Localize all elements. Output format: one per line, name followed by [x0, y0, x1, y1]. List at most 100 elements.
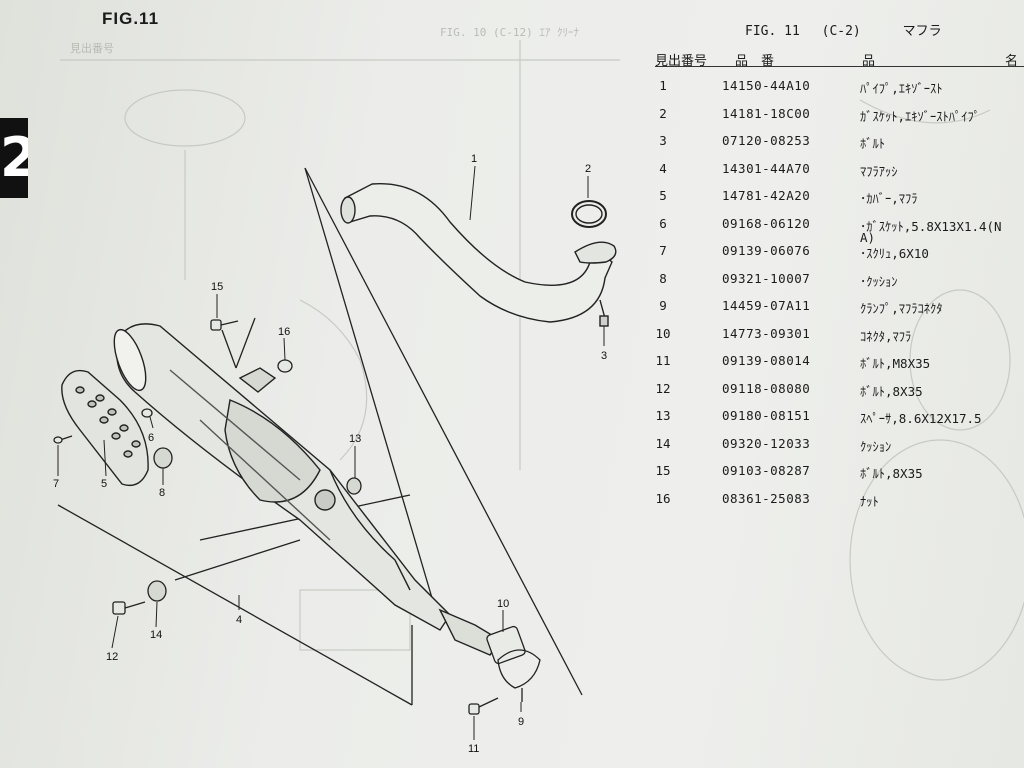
- row-ref-no: 10: [655, 325, 671, 341]
- muffler-cover: [61, 369, 149, 487]
- row-ref-no: 8: [659, 270, 667, 286]
- row-part-name: ･ｸｯｼｮﾝ: [860, 273, 898, 289]
- callout-7: 7: [53, 478, 59, 490]
- callout-13: 13: [349, 433, 361, 445]
- callout-8: 8: [159, 487, 165, 499]
- row-part-no: 14773-09301: [722, 325, 811, 341]
- row-part-no: 14781-42A20: [722, 188, 811, 203]
- row-part-name: ･ｶﾊﾞｰ,ﾏﾌﾗ: [860, 191, 918, 206]
- callout-2: 2: [585, 163, 591, 175]
- row-part-name: ﾎﾞﾙﾄ,8X35: [860, 383, 923, 399]
- header-ref-no: 見出番号: [655, 54, 708, 69]
- exhaust-pipe: [340, 182, 617, 327]
- row-ref-no: 6: [659, 215, 667, 231]
- row-part-name: ｶﾞｽｹｯﾄ,ｴｷｿﾞｰｽﾄﾊﾟｲﾌﾟ: [860, 108, 981, 124]
- row-part-name: ｺﾈｸﾀ,ﾏﾌﾗ: [860, 328, 912, 344]
- row-ref-no: 7: [659, 243, 667, 258]
- callout-11: 11: [468, 743, 479, 755]
- row-part-name: ｸﾗﾝﾌﾟ,ﾏﾌﾗｺﾈｸﾀ: [860, 301, 943, 316]
- row-part-name: ﾎﾞﾙﾄ,M8X35: [860, 356, 931, 371]
- table-row: 11 09139-08014 ﾎﾞﾙﾄ,M8X35: [650, 353, 1024, 373]
- row-part-name: ｸｯｼｮﾝ: [860, 438, 892, 454]
- callout-16: 16: [278, 326, 290, 338]
- row-part-name: ﾊﾟｲﾌﾟ,ｴｷｿﾞｰｽﾄ: [860, 81, 943, 96]
- row-part-no: 14181-18C00: [722, 105, 811, 121]
- muffler-body: [113, 323, 501, 656]
- table-row: 15 09103-08287 ﾎﾞﾙﾄ,8X35: [650, 463, 1024, 483]
- row-part-no: 09139-06076: [722, 243, 811, 258]
- row-part-no: 07120-08253: [722, 133, 811, 148]
- table-row: 9 14459-07A11 ｸﾗﾝﾌﾟ,ﾏﾌﾗｺﾈｸﾀ: [650, 298, 1024, 318]
- hardware-parts: [53, 319, 541, 715]
- row-part-no: 09321-10007: [722, 270, 811, 286]
- row-ref-no: 9: [659, 298, 667, 313]
- row-ref-no: 12: [655, 380, 671, 396]
- row-ref-no: 16: [655, 490, 671, 506]
- header-name-a: 品: [862, 54, 876, 69]
- row-ref-no: 3: [659, 133, 667, 148]
- row-ref-no: 11: [655, 353, 671, 368]
- callout-6: 6: [148, 432, 154, 444]
- row-part-no: 09139-08014: [722, 353, 811, 368]
- callout-14: 14: [150, 629, 162, 641]
- bleed-through-text: 見出番号: [70, 42, 114, 55]
- row-ref-no: 13: [655, 408, 671, 423]
- row-part-no: 09320-12033: [722, 435, 811, 451]
- row-part-name: ･ｽｸﾘｭ,6X10: [860, 246, 929, 261]
- row-part-name: ･ｶﾞｽｹｯﾄ,5.8X13X1.4(N: [860, 218, 1002, 234]
- table-row: 7 09139-06076 ･ｽｸﾘｭ,6X10: [650, 243, 1024, 263]
- row-ref-no: 2: [659, 105, 667, 121]
- table-title: FIG. 11 (C-2) マフラ: [745, 20, 956, 39]
- callout-leaders: [57, 165, 605, 740]
- row-ref-no: 15: [655, 463, 671, 478]
- table-name: マフラ: [902, 24, 942, 39]
- callout-4: 4: [236, 614, 242, 626]
- leader-lines: [57, 167, 583, 706]
- row-part-no: 09103-08287: [722, 463, 811, 478]
- table-row: 5 14781-42A20 ･ｶﾊﾞｰ,ﾏﾌﾗ: [650, 188, 1024, 208]
- row-part-no: 09180-08151: [722, 408, 811, 423]
- table-row: 8 09321-10007 ･ｸｯｼｮﾝ: [650, 271, 1024, 291]
- row-part-name-cont: A): [860, 229, 876, 245]
- section-tab: 2: [0, 118, 28, 198]
- callout-3: 3: [601, 350, 607, 362]
- callout-12: 12: [106, 651, 118, 663]
- table-code: (C-2): [821, 24, 861, 39]
- header-part-no: 品 番: [735, 54, 775, 69]
- header-rule: [655, 66, 1024, 67]
- row-part-no: 09118-08080: [722, 380, 811, 396]
- row-part-name: ﾎﾞﾙﾄ,8X35: [860, 466, 923, 481]
- table-row: 14 09320-12033 ｸｯｼｮﾝ: [650, 436, 1024, 456]
- row-part-name: ｽﾍﾟｰｻ,8.6X12X17.5: [860, 411, 982, 426]
- header-name-b: 名: [1005, 54, 1019, 69]
- table-row: 2 14181-18C00 ｶﾞｽｹｯﾄ,ｴｷｿﾞｰｽﾄﾊﾟｲﾌﾟ: [650, 106, 1024, 126]
- callout-labels: 1 2 3 4 5 6 7 8 9 10 11 12 13 14 15 16: [53, 153, 607, 755]
- bleed-through-text: FIG. 10 (C-12) ｴｱ ｸﾘｰﾅ: [440, 26, 579, 39]
- callout-15: 15: [211, 281, 223, 293]
- row-part-name: ﾅｯﾄ: [860, 493, 879, 509]
- row-ref-no: 14: [655, 435, 671, 451]
- row-part-name: ﾏﾌﾗｱｯｼ: [860, 163, 898, 179]
- row-part-no: 14150-44A10: [722, 78, 811, 93]
- row-part-name: ﾎﾞﾙﾄ: [860, 136, 886, 151]
- row-part-no: 09168-06120: [722, 215, 811, 231]
- callout-1: 1: [471, 153, 477, 165]
- table-row: 10 14773-09301 ｺﾈｸﾀ,ﾏﾌﾗ: [650, 326, 1024, 346]
- table-row: 12 09118-08080 ﾎﾞﾙﾄ,8X35: [650, 381, 1024, 401]
- callout-5: 5: [101, 478, 107, 490]
- table-row: 3 07120-08253 ﾎﾞﾙﾄ: [650, 133, 1024, 153]
- figure-label: FIG.11: [102, 9, 160, 28]
- callout-9: 9: [518, 716, 524, 728]
- table-row: 13 09180-08151 ｽﾍﾟｰｻ,8.6X12X17.5: [650, 408, 1024, 428]
- row-ref-no: 4: [659, 160, 667, 176]
- row-ref-no: 5: [659, 188, 667, 203]
- row-part-no: 14459-07A11: [722, 298, 811, 313]
- bleed-through-art: [60, 40, 1024, 681]
- callout-10: 10: [497, 598, 509, 610]
